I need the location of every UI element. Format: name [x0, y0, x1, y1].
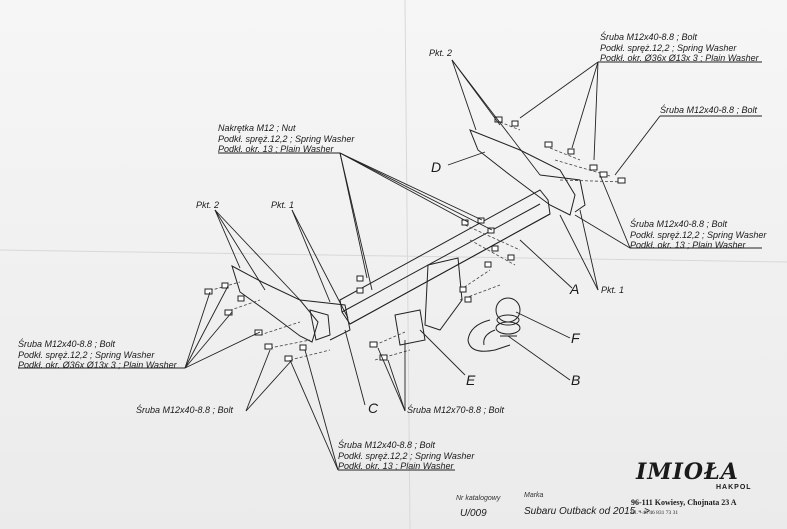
company-phone: tel. +48 46 831 73 31 [631, 510, 679, 516]
label-line: Podkł. spręż.12,2 ; Spring Washer [600, 42, 737, 53]
pkt2-top-label: Pkt. 2 [429, 48, 453, 58]
label-left-bolt: Śruba M12x40-8.8 ; Bolt Podkł. spręż.12,… [18, 339, 177, 371]
right-bracket [469, 129, 576, 216]
label-line: Śruba M12x40-8.8 ; Bolt [600, 32, 698, 42]
label-line: Podkł. okr. 13 ; Plain Washer [218, 144, 334, 154]
tow-ball [495, 297, 521, 323]
pkt1-right-label: Pkt. 1 [601, 285, 625, 295]
label-line: Podkł. okr. 13 ; Plain Washer [338, 461, 454, 471]
part-letter-a: A [570, 281, 580, 297]
catalog-number-label: Nr katalogowy [456, 495, 501, 502]
label-ball-bolt: Śruba M12x70-8.8 ; Bolt [407, 405, 505, 415]
label-left-bottom-bolt: Śruba M12x40-8.8 ; Bolt [136, 405, 234, 415]
brand-label: Marka [524, 492, 544, 499]
ball-mount-plate [424, 257, 463, 331]
label-line: Podkł. okr. Ø36x Ø13x 3 ; Plain Washer [18, 360, 177, 370]
part-letter-c: C [368, 400, 379, 416]
part-letter-e: E [466, 372, 476, 388]
label-line: Śruba M12x40-8.8 ; Bolt [18, 339, 116, 349]
left-bracket [231, 264, 319, 343]
company-address: 96-111 Kowiesy, Chojnata 23 A [631, 498, 737, 507]
pkt1-left-label: Pkt. 1 [271, 200, 295, 210]
label-line: Podkł. okr. Ø36x Ø13x 3 ; Plain Washer [600, 53, 759, 63]
label-right-mid-bolt: Śruba M12x40-8.8 ; Bolt Podkł. spręż.12,… [630, 219, 766, 251]
label-line: Śruba M12x40-8.8 ; Bolt [630, 219, 728, 229]
part-letter-b: B [571, 372, 581, 388]
label-nut-group: Nakrętka M12 ; Nut Podkł. spręż.12,2 ; S… [218, 123, 354, 155]
pkt2-left-label: Pkt. 2 [196, 200, 220, 210]
company-sub-logo: HAKPOL [716, 484, 752, 491]
label-line: Podkł. okr. 13 ; Plain Washer [630, 240, 746, 250]
label-bottom-bolt: Śruba M12x40-8.8 ; Bolt Podkł. spręż.12,… [338, 440, 474, 472]
catalog-number-value: U/009 [460, 508, 487, 519]
part-letter-d: D [431, 159, 442, 175]
ball-neck [467, 319, 511, 352]
label-right-bolt: Śruba M12x40-8.8 ; Bolt [660, 105, 758, 115]
label-line: Śruba M12x40-8.8 ; Bolt [338, 440, 436, 450]
label-line: Podkł. spręż.12,2 ; Spring Washer [338, 450, 475, 461]
label-line: Podkł. spręż.12,2 ; Spring Washer [630, 229, 767, 240]
part-letter-f: F [571, 330, 580, 346]
company-logo: IMIOŁA [636, 459, 739, 485]
label-line: Nakrętka M12 ; Nut [218, 123, 296, 133]
label-line: Podkł. spręż.12,2 ; Spring Washer [18, 349, 155, 360]
label-top-right-bolt: Śruba M12x40-8.8 ; Bolt Podkł. spręż.12,… [600, 32, 759, 64]
brand-value: Subaru Outback od 2015 - > [524, 506, 650, 517]
label-line: Podkł. spręż.12,2 ; Spring Washer [218, 133, 355, 144]
